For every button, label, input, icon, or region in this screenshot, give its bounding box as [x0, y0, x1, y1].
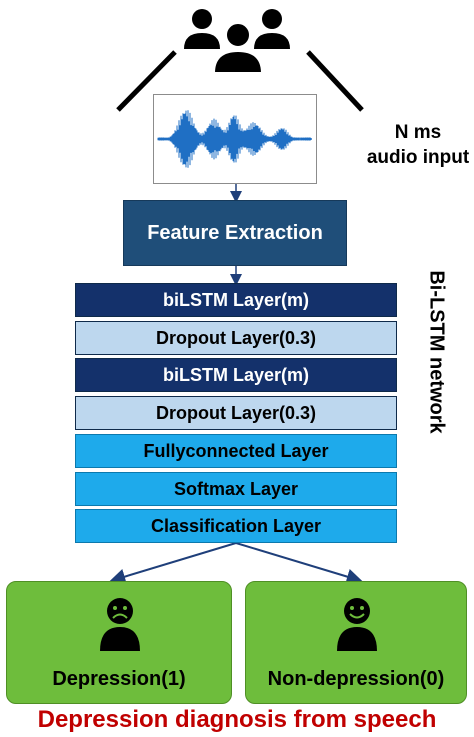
dropout-layer-1: Dropout Layer(0.3) [75, 321, 397, 355]
audio-label-line2: audio input [366, 147, 470, 168]
bilstm-layer-2-label: biLSTM Layer(m) [162, 364, 309, 385]
figure-caption: Depression diagnosis from speech [37, 706, 437, 733]
depression-label: Depression(1) [52, 668, 186, 690]
softmax-layer-label: Softmax Layer [173, 478, 299, 499]
classification-layer: Classification Layer [75, 509, 397, 543]
happy-person-icon [337, 598, 377, 651]
group-of-people-icon [184, 9, 290, 74]
audio-waveform [153, 94, 317, 184]
bi-lstm-network-label: Bi-LSTM network [425, 270, 448, 434]
bilstm-layer-2: biLSTM Layer(m) [75, 358, 397, 392]
dropout-layer-2: Dropout Layer(0.3) [75, 396, 397, 430]
input-connector-lines [116, 50, 364, 112]
dropout-layer-1-label: Dropout Layer(0.3) [155, 327, 317, 348]
audio-input-label: N ms audio input [362, 120, 474, 170]
non-depression-outcome-box: Non-depression(0) [245, 581, 467, 704]
bilstm-layer-1: biLSTM Layer(m) [75, 283, 397, 317]
arrow-to-depression [109, 542, 237, 585]
sad-person-icon [100, 598, 140, 651]
feature-extraction-label: Feature Extraction [147, 221, 323, 244]
network-side-label: Bi-LSTM network [421, 257, 451, 447]
bilstm-layer-1-label: biLSTM Layer(m) [162, 289, 309, 310]
fully-connected-layer: Fullyconnected Layer [75, 434, 397, 468]
depression-outcome-box: Depression(1) [6, 581, 232, 704]
fully-connected-layer-label: Fullyconnected Layer [143, 440, 329, 461]
audio-label-line1: N ms [394, 122, 442, 143]
waveform-icon [157, 110, 312, 168]
dropout-layer-2-label: Dropout Layer(0.3) [155, 402, 317, 423]
softmax-layer: Softmax Layer [75, 472, 397, 506]
classification-layer-label: Classification Layer [150, 515, 322, 536]
feature-extraction-box: Feature Extraction [123, 200, 347, 266]
non-depression-label: Non-depression(0) [267, 668, 445, 690]
arrow-to-non-depression [235, 542, 363, 585]
